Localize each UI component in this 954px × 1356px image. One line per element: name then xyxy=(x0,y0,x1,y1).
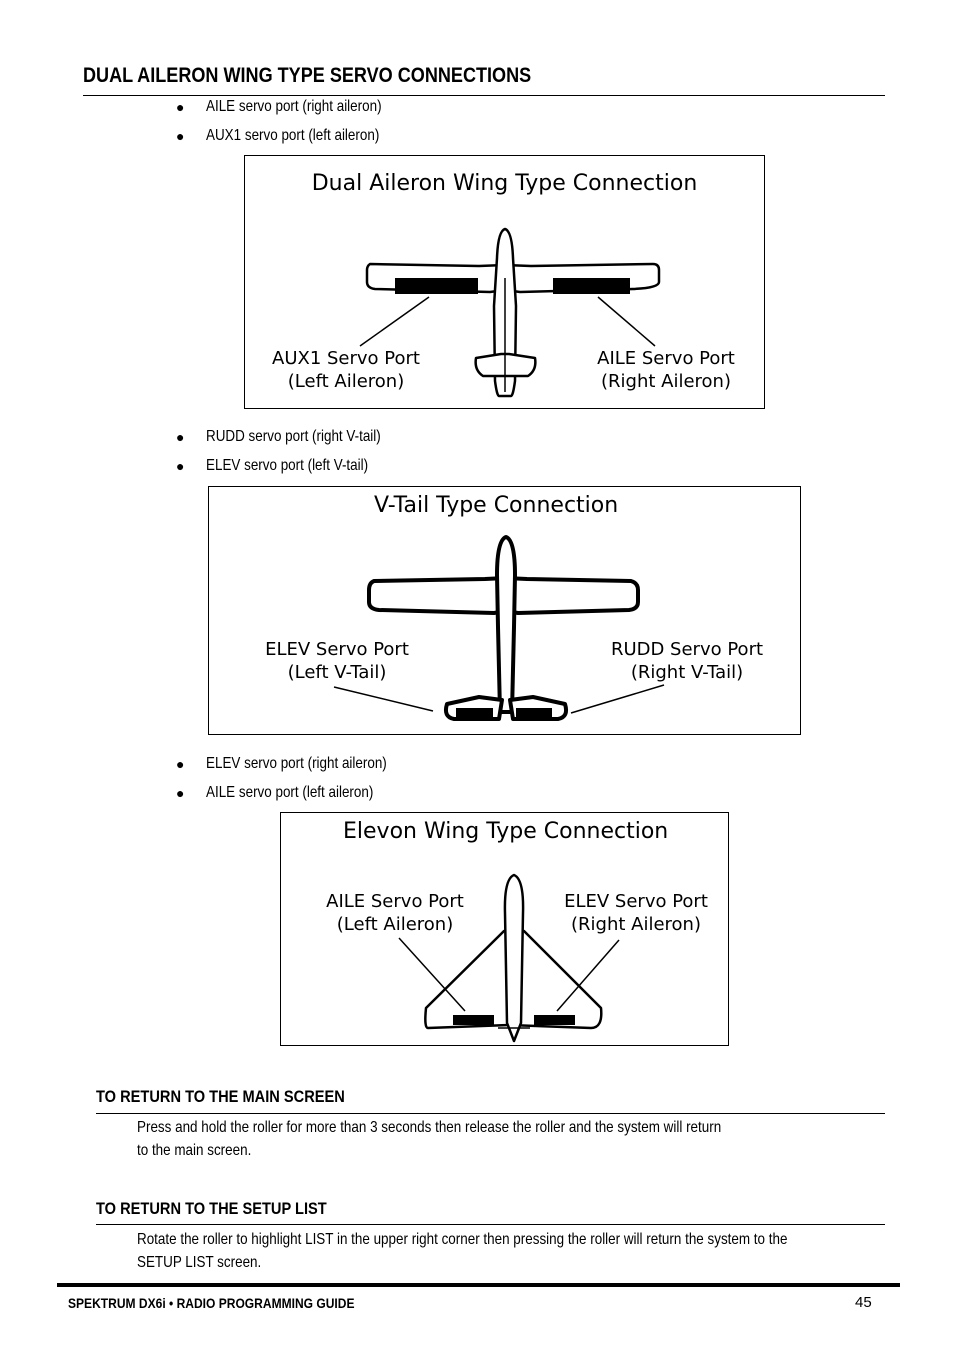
diagram-title: Elevon Wing Type Connection xyxy=(343,819,669,844)
rudd-servo-port-label: RUDD Servo Port (Right V-Tail) xyxy=(610,639,764,683)
setup-list-paragraph: Rotate the roller to highlight LIST in t… xyxy=(137,1231,788,1271)
diagram-title: Dual Aileron Wing Type Connection xyxy=(311,171,698,196)
main-screen-heading: TO RETURN TO THE MAIN SCREEN xyxy=(96,1087,345,1106)
elev-servo-port-label: ELEV Servo Port (Right Aileron) xyxy=(564,891,708,935)
elev-servo-port-label: ELEV Servo Port (Left V-Tail) xyxy=(265,639,409,683)
aile-servo-port-label: AILE Servo Port (Left Aileron) xyxy=(326,891,464,935)
section-title-rule xyxy=(83,95,885,96)
setup-list-heading: TO RETURN TO THE SETUP LIST xyxy=(96,1199,327,1218)
aile-servo-port-label: AILE Servo Port (Right Aileron) xyxy=(597,348,735,392)
vtail-diagram: V-Tail Type Connection ELEV Servo Port (… xyxy=(208,486,801,735)
vtail-airplane-graphic xyxy=(333,535,665,721)
elevon-diagram: Elevon Wing Type Connection AILE Servo P… xyxy=(280,812,729,1046)
section-title: DUAL AILERON WING TYPE SERVO CONNECTIONS xyxy=(83,64,532,87)
flying-wing-graphic xyxy=(398,873,620,1043)
aux1-servo-port-label: AUX1 Servo Port (Left Aileron) xyxy=(272,348,420,392)
main-screen-heading-rule xyxy=(96,1113,885,1114)
airplane-top-view-graphic xyxy=(359,227,661,398)
main-screen-paragraph: Press and hold the roller for more than … xyxy=(137,1119,722,1159)
footer-guide-title: SPEKTRUM DX6i • RADIO PROGRAMMING GUIDE xyxy=(68,1295,355,1311)
dual-aileron-diagram: Dual Aileron Wing Type Connection AUX1 S… xyxy=(244,155,765,409)
footer-rule xyxy=(57,1283,900,1287)
page-number: 45 xyxy=(855,1294,872,1311)
setup-list-heading-rule xyxy=(96,1224,885,1225)
diagram-title: V-Tail Type Connection xyxy=(374,493,619,518)
